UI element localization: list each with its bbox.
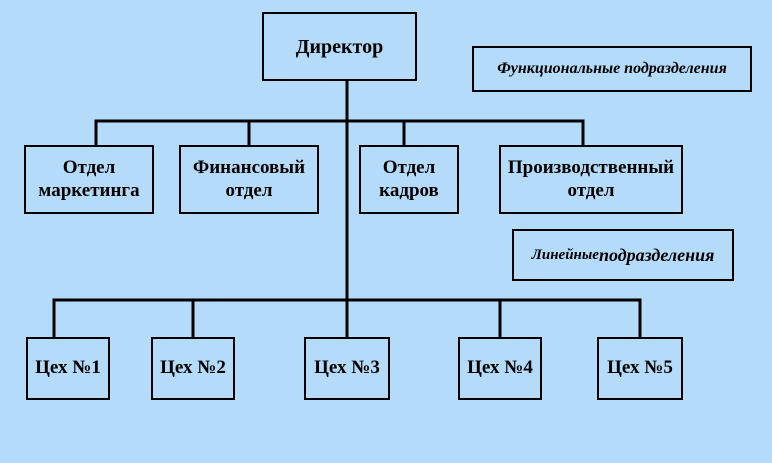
dept-production-box: Производственный отдел <box>499 145 683 214</box>
shop-5-box: Цех №5 <box>597 337 683 400</box>
linear-departments-label: Линейные подразделения <box>512 229 734 281</box>
shop-1-box: Цех №1 <box>26 337 110 400</box>
dept-marketing-box: Отдел маркетинга <box>24 145 154 214</box>
dept-hr-box: Отдел кадров <box>359 145 459 214</box>
dept-finance-box: Финансовый отдел <box>179 145 319 214</box>
linear-label-part1: Линейные <box>531 246 599 263</box>
linear-label-part2: подразделения <box>598 244 715 265</box>
director-box: Директор <box>262 12 417 81</box>
shop-3-box: Цех №3 <box>304 337 390 400</box>
functional-departments-label: Функциональные подразделения <box>472 46 752 92</box>
shop-4-box: Цех №4 <box>458 337 542 400</box>
shop-2-box: Цех №2 <box>151 337 235 400</box>
